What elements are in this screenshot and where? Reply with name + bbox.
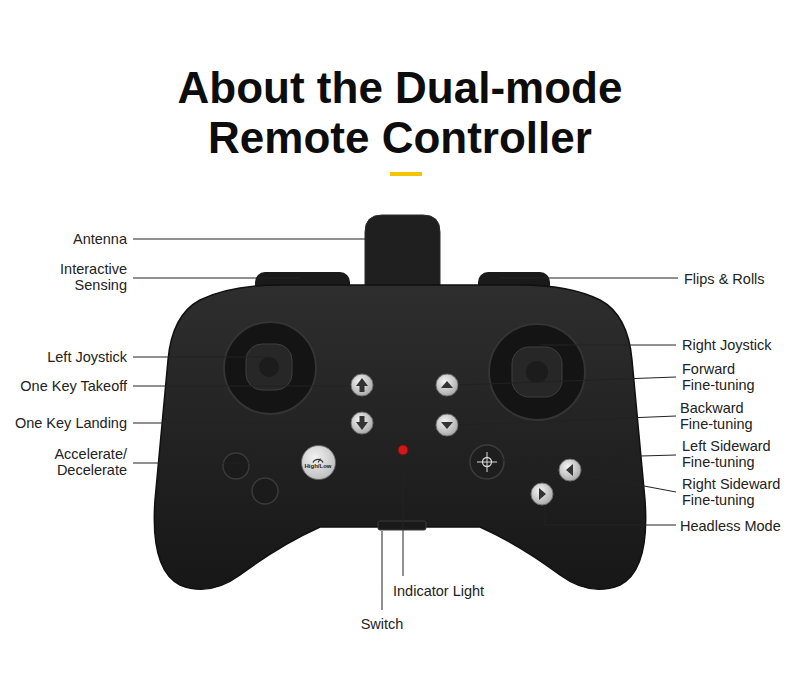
right-joystick-center [526,361,548,383]
accent-bar [390,172,422,176]
left-joystick-cap [246,344,292,390]
callout-label: Right Sideward Fine-tuning [682,476,783,508]
leader-line [133,239,365,240]
leader-line [500,278,678,279]
grip-button [252,478,278,504]
leader-line [133,278,300,279]
right-joystick-well [489,324,585,420]
callout-label: Headless Mode [680,518,783,534]
grip-button [223,453,249,479]
callout-label: Left Joystick [45,349,127,365]
down-arrow-icon [356,416,368,430]
up-arrow-icon [356,378,368,392]
leader-line [133,423,351,424]
leader-line [458,377,676,385]
speed-button: High/Low [301,445,336,480]
callout-label: Switch [360,616,405,632]
leader-line [133,357,268,358]
gauge-needle [318,458,321,462]
gauge-arc [313,459,323,462]
leader-line [458,416,676,425]
left-triangle-icon [566,464,573,476]
leader-lines [133,239,678,610]
gauge-icon [311,455,325,463]
leader-line [500,455,676,460]
left-joystick-well [224,322,316,414]
forward-trim-button [436,374,458,396]
down-triangle-icon [441,422,453,429]
callout-label: One Key Landing [12,415,127,431]
callout-label: Accelerate/ Decelerate [52,446,127,478]
callout-label: Indicator Light [393,583,487,599]
leader-line [545,505,676,525]
right-joystick-cap [512,347,562,397]
right-triangle-icon [539,488,546,500]
backward-trim-button [436,414,458,436]
indicator-light [398,445,408,455]
leader-line [133,463,303,464]
callout-label: Forward Fine-tuning [682,361,757,393]
callout-label: One Key Takeoff [18,378,127,394]
callout-label: Antenna [70,231,127,247]
leader-line [580,474,676,492]
left-trim-button [559,459,581,481]
leader-line [382,531,383,610]
headless-button [470,445,504,479]
title-heading: About the Dual-mode Remote Controller [177,63,624,163]
up-triangle-icon [441,381,453,388]
power-switch [378,521,426,530]
takeoff-button [351,374,373,396]
callout-label: Interactive Sensing [58,261,127,293]
controller-body [154,285,645,589]
callout-label: Right Joystick [682,337,774,353]
button-text: High/Low [305,463,332,470]
callout-label: Flips & Rolls [684,271,767,287]
callout-label: Left Sideward Fine-tuning [682,438,773,470]
crosshair-lines [477,452,497,472]
right-trim-button [531,483,553,505]
callout-label: Backward Fine-tuning [680,400,755,432]
antenna [365,215,440,292]
landing-button [351,412,373,434]
leader-line [133,386,351,387]
left-joystick-center [259,357,279,377]
leader-line [540,345,676,346]
leader-line [403,457,404,576]
